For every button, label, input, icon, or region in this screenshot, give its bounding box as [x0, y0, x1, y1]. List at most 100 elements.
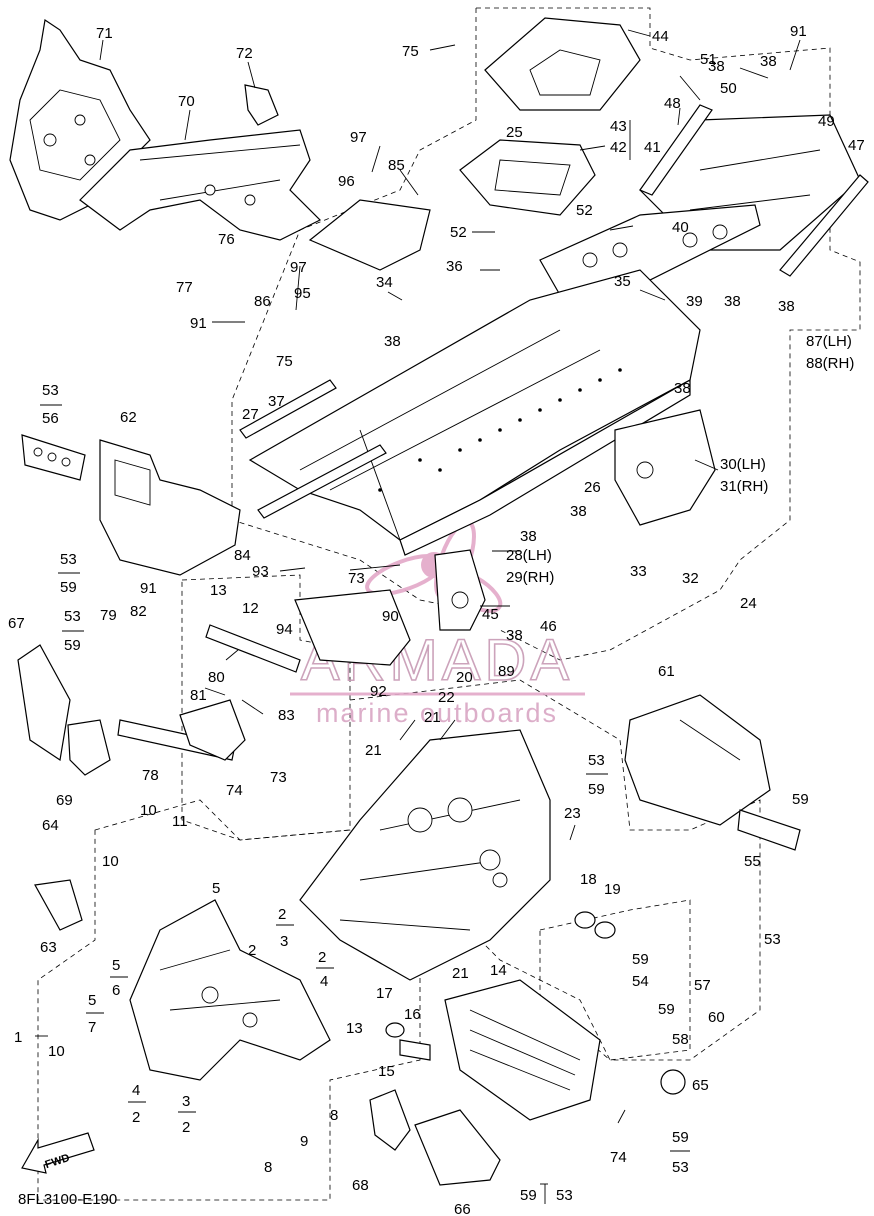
callout-40: 40	[672, 219, 689, 236]
callout-86: 86	[254, 293, 271, 310]
callout-62: 62	[120, 409, 137, 426]
part-55-plate	[737, 809, 801, 851]
callout-50: 50	[720, 80, 737, 97]
callout-6: 6	[112, 982, 120, 999]
callout-92: 92	[370, 683, 387, 700]
callout-69: 69	[56, 792, 73, 809]
callout-91: 91	[190, 315, 207, 332]
callout-59: 59	[588, 781, 605, 798]
part-92-plate	[294, 589, 411, 666]
callout-93: 93	[252, 563, 269, 580]
callout-32: 32	[682, 570, 699, 587]
part-70-front-frame	[79, 129, 322, 241]
callout-87: 87(LH)	[806, 333, 852, 350]
callout-46: 46	[540, 618, 557, 635]
callout-75: 75	[402, 43, 419, 60]
part-96-plate	[308, 199, 431, 271]
callout-7: 7	[88, 1019, 96, 1036]
part-callouts: 1 2 2 2 2 2 3 3 4 4 5 5 5 6 7 8 8 9 10 1…	[8, 23, 865, 1216]
callout-fraction-rules	[40, 120, 690, 1204]
callout-3: 3	[182, 1093, 190, 1110]
callout-59: 59	[658, 1001, 675, 1018]
callout-44: 44	[652, 28, 669, 45]
callout-71: 71	[96, 25, 113, 42]
callout-94: 94	[276, 621, 293, 638]
callout-59: 59	[792, 791, 809, 808]
callout-33: 33	[630, 563, 647, 580]
callout-53: 53	[764, 931, 781, 948]
callout-4: 4	[132, 1082, 140, 1099]
part-1-front-frame	[129, 899, 331, 1081]
callout-82: 82	[130, 603, 147, 620]
group-outlines	[37, 7, 861, 1201]
part-19-bearing	[594, 921, 616, 939]
callout-59: 59	[60, 579, 77, 596]
callout-59: 59	[64, 637, 81, 654]
callout-29: 29(RH)	[506, 569, 554, 586]
watermark-tagline: marine outboards	[316, 698, 558, 728]
callout-53: 53	[588, 752, 605, 769]
outline-tunnel	[231, 8, 477, 611]
callout-2: 2	[248, 942, 256, 959]
callout-64: 64	[42, 817, 59, 834]
callout-90: 90	[382, 608, 399, 625]
part-62-bracket	[99, 439, 241, 576]
callout-39: 39	[686, 293, 703, 310]
fwd-arrow-icon	[21, 1132, 95, 1174]
callout-67: 67	[8, 615, 25, 632]
callout-53: 53	[556, 1187, 573, 1204]
callout-2: 2	[182, 1119, 190, 1136]
callout-25: 25	[506, 124, 523, 141]
callout-89: 89	[498, 663, 515, 680]
callout-45: 45	[482, 606, 499, 623]
callout-38: 38	[570, 503, 587, 520]
callout-61: 61	[658, 663, 675, 680]
callout-11: 11	[172, 813, 188, 830]
callout-74: 74	[610, 1149, 627, 1166]
part-18-bearing	[574, 911, 596, 929]
callout-59: 59	[520, 1187, 537, 1204]
callout-28: 28(LH)	[506, 547, 552, 564]
callout-26: 26	[584, 479, 601, 496]
callout-38: 38	[708, 58, 725, 75]
callout-35: 35	[614, 273, 631, 290]
part-61-bracket	[624, 694, 771, 826]
callout-34: 34	[376, 274, 393, 291]
callout-21: 21	[365, 742, 382, 759]
leader-lines	[35, 29, 801, 1124]
callout-74: 74	[226, 782, 243, 799]
callout-17: 17	[376, 985, 393, 1002]
tunnel-rivets	[378, 368, 622, 492]
callout-73: 73	[270, 769, 287, 786]
callout-27: 27	[242, 406, 259, 423]
callout-85: 85	[388, 157, 405, 174]
callout-68: 68	[352, 1177, 369, 1194]
part-47-rail	[779, 174, 869, 277]
callout-18: 18	[580, 871, 597, 888]
callout-80: 80	[208, 669, 225, 686]
callout-38: 38	[506, 627, 523, 644]
callout-51: 51	[700, 51, 717, 68]
callout-70: 70	[178, 93, 195, 110]
callout-22: 22	[438, 689, 455, 706]
callout-38: 38	[760, 53, 777, 70]
part-17-bushing	[385, 1022, 405, 1038]
part-66-arm	[414, 1109, 501, 1186]
callout-60: 60	[708, 1009, 725, 1026]
callout-79: 79	[100, 607, 117, 624]
callout-2: 2	[278, 906, 286, 923]
part-67-guard	[17, 644, 71, 762]
callout-8: 8	[264, 1159, 272, 1176]
part-30-bracket	[614, 409, 716, 526]
callout-91: 91	[790, 23, 807, 40]
outline-steering	[349, 679, 761, 1061]
outline-rear-frame	[476, 7, 861, 661]
callout-21: 21	[424, 709, 441, 726]
callout-83: 83	[278, 707, 295, 724]
callout-10: 10	[48, 1043, 65, 1060]
callout-56: 56	[42, 410, 59, 427]
callout-4: 4	[320, 973, 328, 990]
callout-9: 9	[300, 1133, 308, 1150]
callout-88: 88(RH)	[806, 355, 854, 372]
